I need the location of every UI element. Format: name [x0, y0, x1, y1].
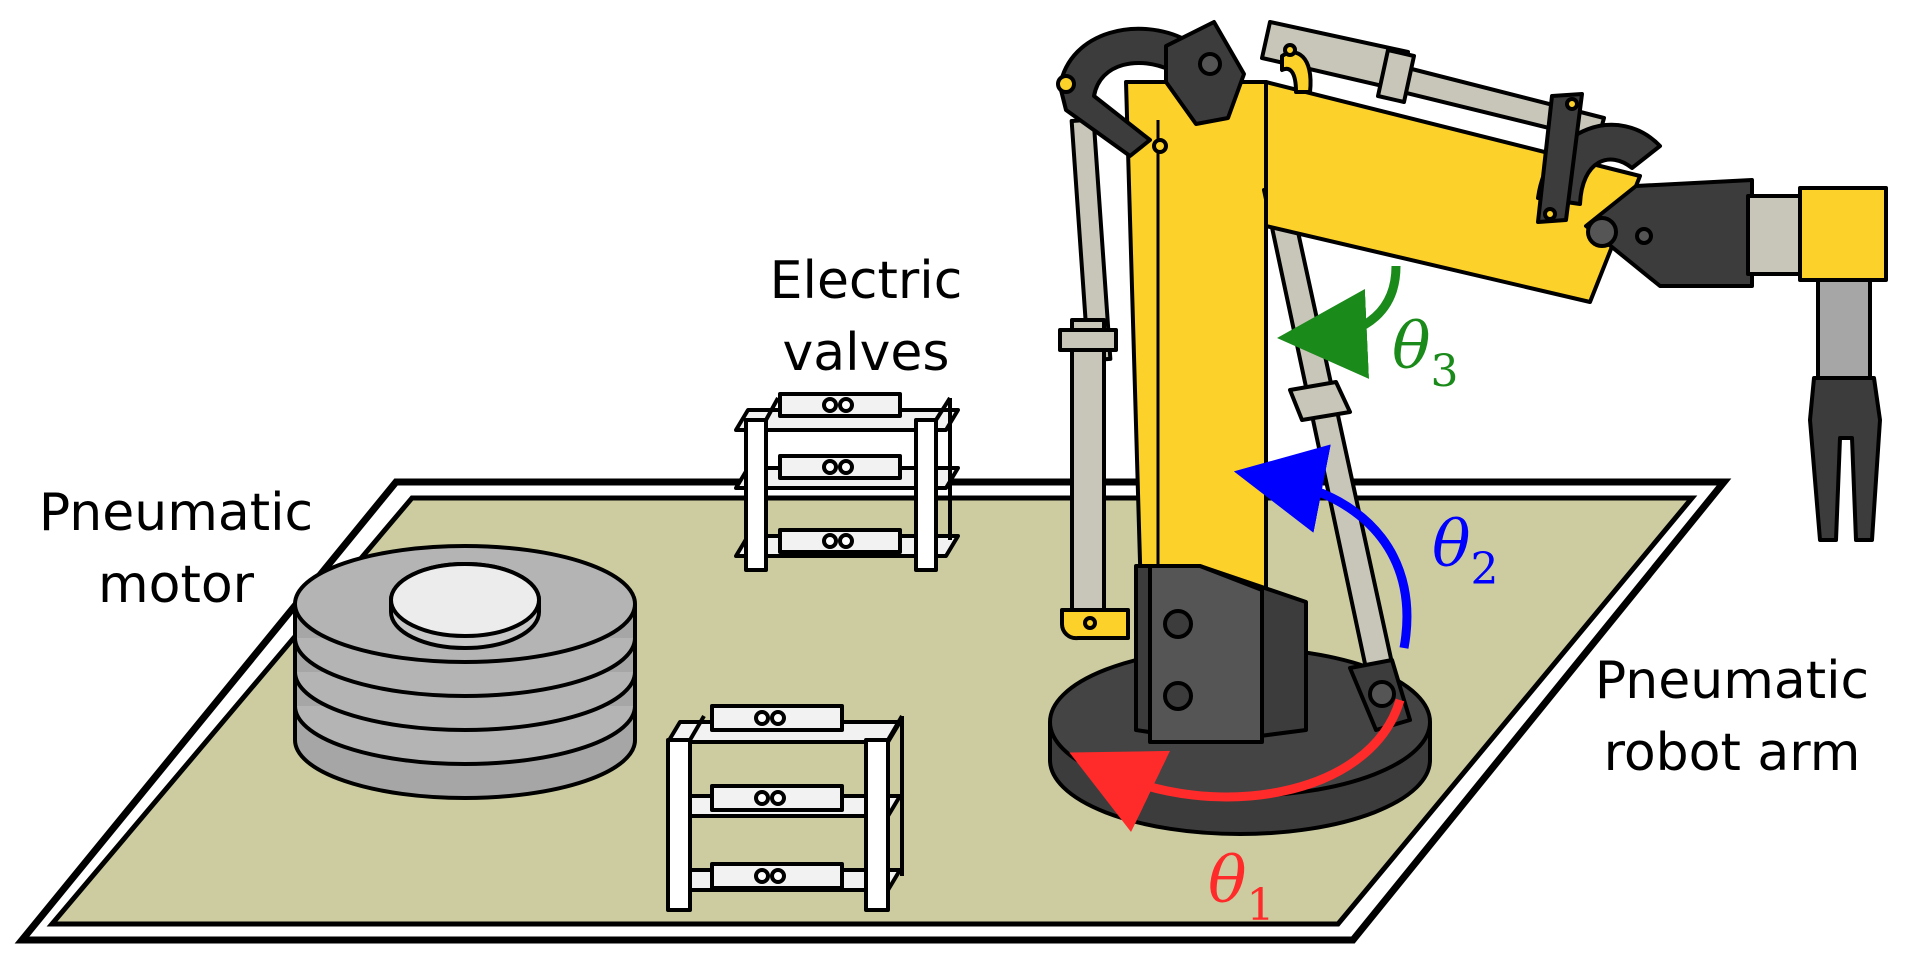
theta3-symbol: θ [1392, 310, 1431, 384]
robot-arm-label-line2: robot arm [1604, 723, 1861, 783]
elbow-joint [1536, 92, 1802, 288]
left-piston [1058, 117, 1130, 641]
theta2-arrow [1233, 444, 1412, 649]
theta2-symbol: θ [1432, 508, 1471, 582]
theta2-subscript: 2 [1471, 544, 1499, 595]
pneumatic-motor-label-line1: Pneumatic [39, 483, 313, 543]
theta1-subscript: 1 [1247, 880, 1275, 931]
theta1-arrow [1069, 698, 1405, 833]
gripper [1798, 186, 1888, 542]
robot-arm-label-line1: Pneumatic [1595, 651, 1869, 711]
electric-valves-label-line2: valves [783, 323, 950, 383]
theta1-symbol: θ [1208, 844, 1247, 918]
shoulder-joint [1056, 20, 1246, 158]
pneumatic-motor [293, 544, 637, 800]
electric-valves-label-line1: Electric [770, 251, 963, 311]
theta1-label: θ1 [1208, 844, 1275, 931]
theta2-label: θ2 [1432, 508, 1499, 595]
valve-rack-bottom [666, 704, 904, 912]
pneumatic-motor-label-line2: motor [98, 555, 255, 615]
theta3-label: θ3 [1392, 310, 1459, 397]
forearm [1264, 80, 1642, 304]
theta3-subscript: 3 [1431, 346, 1459, 397]
base-housing [1134, 564, 1308, 744]
theta3-arrow [1277, 265, 1401, 379]
valve-rack-top [734, 392, 960, 572]
upper-arm [1124, 80, 1268, 632]
